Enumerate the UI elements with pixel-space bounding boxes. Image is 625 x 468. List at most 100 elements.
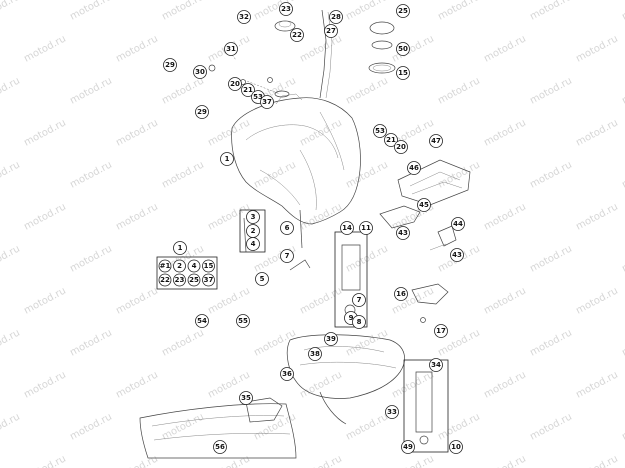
lower-tank: [286, 334, 405, 425]
watermark-text: motod.ru: [252, 159, 298, 190]
watermark-text: motod.ru: [528, 327, 574, 358]
part-callout: 4: [246, 237, 260, 251]
callout-circle: [396, 66, 410, 80]
callout-number: 16: [396, 290, 406, 298]
callout-number: 11: [361, 224, 371, 232]
part-callout: 28: [329, 10, 343, 24]
kit-grid-item: 22: [158, 273, 172, 287]
part-callout: 36: [280, 367, 294, 381]
part-callout: 43: [450, 248, 464, 262]
callout-circle: [246, 210, 260, 224]
part-callout: 37: [260, 95, 274, 109]
part-callout: 1: [220, 152, 234, 166]
watermark-text: motod.ru: [68, 75, 114, 106]
kit-item-number: 23: [175, 276, 185, 284]
callout-circle: [429, 134, 443, 148]
callout-circle: [236, 314, 250, 328]
callout-number: 20: [396, 143, 406, 151]
callout-number: 37: [262, 98, 272, 106]
callout-number: 3: [251, 213, 256, 221]
part-callout: 29: [163, 58, 177, 72]
callout-number: 55: [238, 317, 248, 325]
callout-circle: [280, 221, 294, 235]
part-callout: 5: [255, 272, 269, 286]
watermark-text: motod.ru: [620, 243, 625, 274]
watermark-text: motod.ru: [0, 0, 22, 23]
watermark-text: motod.ru: [574, 369, 620, 400]
part-callout: 29: [195, 105, 209, 119]
callout-circle: [449, 440, 463, 454]
watermark-text: motod.ru: [620, 75, 625, 106]
callout-circle: [279, 2, 293, 16]
callout-circle: [290, 28, 304, 42]
callout-circle: [396, 42, 410, 56]
lower-bracket: [411, 283, 449, 323]
kit-grid-item: 23: [173, 273, 186, 287]
part-callout: 22: [290, 28, 304, 42]
callout-circle: [396, 226, 410, 240]
kit-item-circle: [158, 273, 172, 287]
watermark-text: motod.ru: [160, 0, 206, 23]
callout-number: 4: [251, 240, 256, 248]
callout-number: 27: [326, 27, 336, 35]
callout-circle: [434, 324, 448, 338]
callout-circle: [394, 140, 408, 154]
watermark-text: motod.ru: [620, 327, 625, 358]
watermark-text: motod.ru: [206, 201, 252, 232]
callout-circle: [173, 241, 187, 255]
watermark-text: motod.ru: [0, 243, 22, 274]
watermark-text: motod.ru: [114, 33, 160, 64]
kit-item-circle: [173, 273, 186, 287]
callout-number: 36: [282, 370, 292, 378]
side-bracket: [379, 205, 457, 251]
callout-number: 10: [451, 443, 461, 451]
kit-item-number: #1: [160, 262, 171, 270]
watermark-text: motod.ru: [436, 411, 482, 442]
callout-number: 1: [178, 244, 183, 252]
watermark-text: motod.ru: [206, 117, 252, 148]
kit-item-circle: [202, 273, 215, 287]
callout-number: 38: [310, 350, 320, 358]
watermark-text: motod.ru: [574, 201, 620, 232]
callout-number: 39: [326, 335, 336, 343]
callout-circle: [228, 77, 242, 91]
part-callout: 17: [434, 324, 448, 338]
callout-number: 33: [387, 408, 397, 416]
watermark-text: motod.ru: [22, 285, 68, 316]
callouts-layer: 3223222827292550153130202153372953212047…: [163, 2, 465, 454]
part-callout: 21: [384, 133, 398, 147]
callout-number: 46: [409, 164, 419, 172]
callout-circle: [450, 248, 464, 262]
callout-number: 15: [398, 69, 408, 77]
part-callout: 2: [246, 224, 260, 238]
callout-number: 44: [453, 220, 463, 228]
part-callout: 6: [280, 221, 294, 235]
callout-number: 7: [357, 296, 362, 304]
part-callout: 30: [193, 65, 207, 79]
watermark-text: motod.ru: [206, 285, 252, 316]
callout-number: 50: [398, 45, 408, 53]
watermark-text: motod.ru: [620, 0, 625, 23]
callout-circle: [401, 440, 415, 454]
callout-number: 8: [357, 318, 362, 326]
callout-circle: [324, 24, 338, 38]
callout-number: 9: [349, 314, 354, 322]
callout-number: 32: [239, 13, 249, 21]
kit-grid-item: 25: [187, 273, 201, 287]
watermark-text: motod.ru: [528, 243, 574, 274]
watermark-text: motod.ru: [114, 285, 160, 316]
watermark-text: motod.ru: [482, 201, 528, 232]
part-callout: 46: [407, 161, 421, 175]
callout-number: 20: [230, 80, 240, 88]
callout-circle: [260, 95, 274, 109]
watermark-text: motod.ru: [68, 411, 114, 442]
watermark-text: motod.ru: [22, 201, 68, 232]
callout-number: 29: [197, 108, 207, 116]
part-callout: 56: [213, 440, 227, 454]
part-callout: 14: [340, 221, 354, 235]
watermark-text: motod.ru: [390, 369, 436, 400]
part-callout: 10: [449, 440, 463, 454]
watermark-text: motod.ru: [344, 411, 390, 442]
part-callout: 35: [239, 391, 253, 405]
part-callout: 49: [401, 440, 415, 454]
